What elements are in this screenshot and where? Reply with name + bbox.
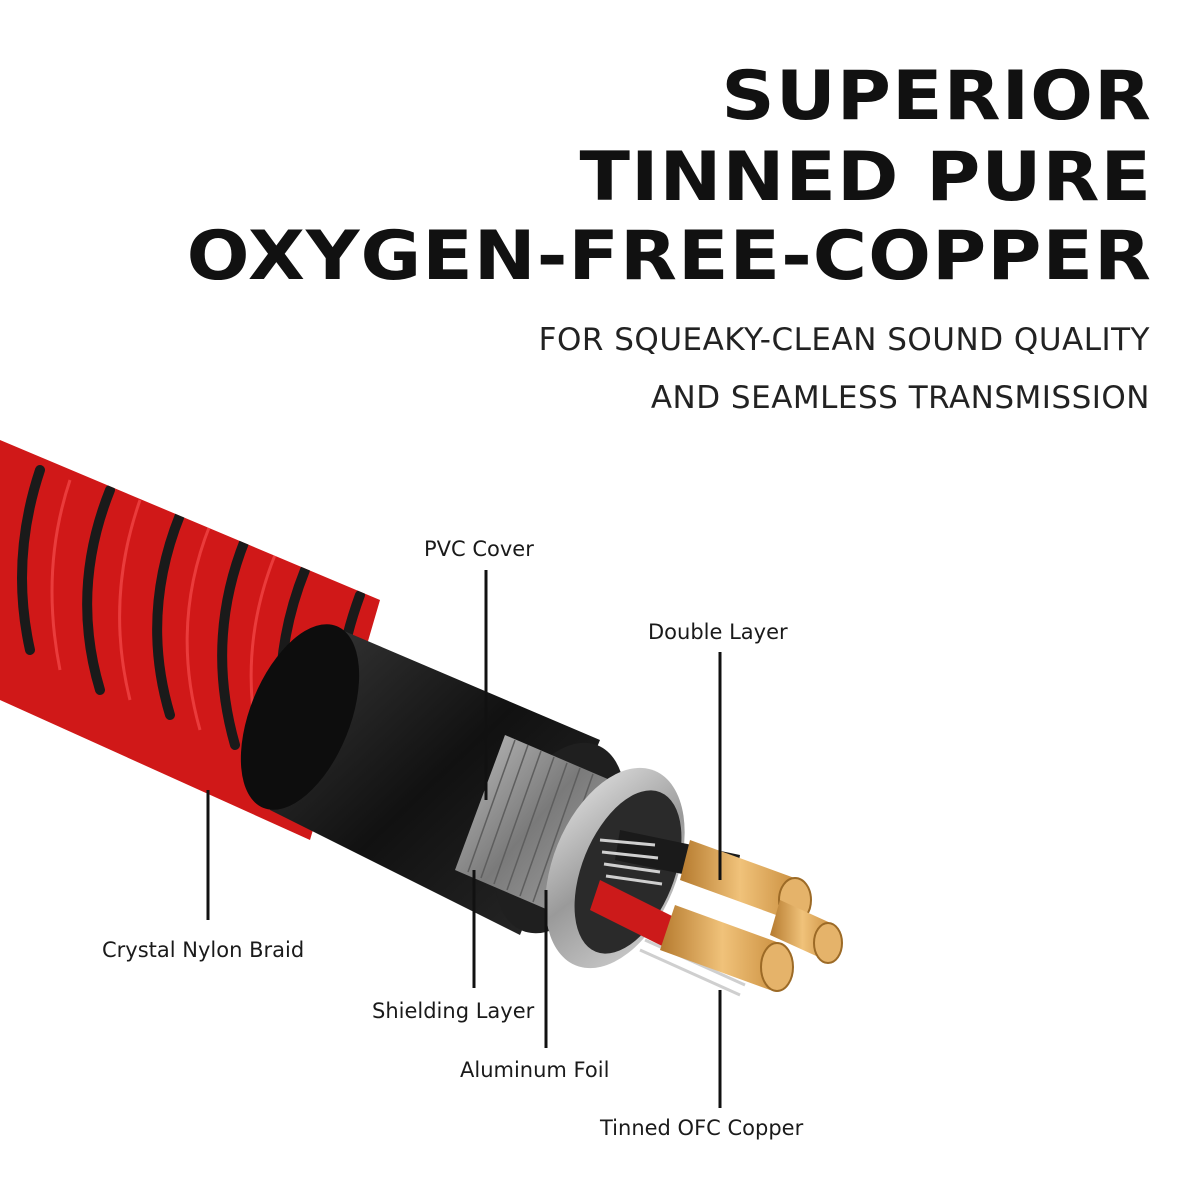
headline-line-2: TINNED PURE <box>579 137 1152 217</box>
pvc-cover-label: PVC Cover <box>424 537 534 561</box>
headline-line-3: OXYGEN-FREE-COPPER <box>186 216 1152 296</box>
tinned-ofc-copper-label: Tinned OFC Copper <box>600 1116 804 1140</box>
subheadline-line-2: AND SEAMLESS TRANSMISSION <box>650 380 1150 416</box>
double-layer-label: Double Layer <box>648 620 788 644</box>
leader-lines <box>206 570 722 1108</box>
subheadline-line-1: FOR SQUEAKY-CLEAN SOUND QUALITY <box>538 322 1150 358</box>
shielding-layer-label: Shielding Layer <box>372 999 535 1023</box>
aluminum-foil-label: Aluminum Foil <box>460 1058 610 1082</box>
inner-conductors <box>590 830 843 997</box>
crystal-nylon-braid-label: Crystal Nylon Braid <box>102 938 305 962</box>
headline-line-1: SUPERIOR <box>721 56 1152 136</box>
